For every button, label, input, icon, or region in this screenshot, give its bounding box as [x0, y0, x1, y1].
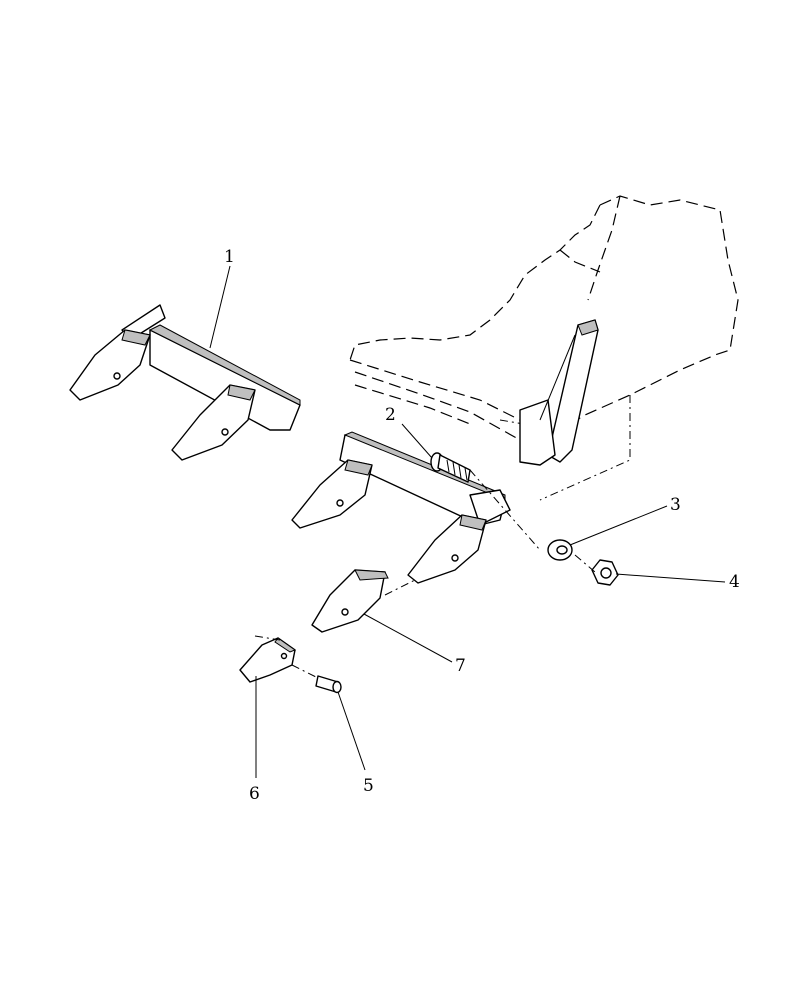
assembly-axis-lines	[254, 469, 596, 679]
tooth-left-1	[69, 329, 151, 401]
tooth-middle-1	[291, 459, 373, 529]
adapter	[239, 637, 297, 683]
bucket-ghost-outline	[349, 195, 739, 501]
washer	[547, 539, 573, 561]
mounting-strap	[519, 319, 599, 466]
callout-7: 7	[455, 656, 466, 676]
tooth-left-2	[171, 384, 256, 461]
pin	[315, 675, 342, 694]
tooth-bar-exploded	[291, 431, 511, 584]
tooth-middle-2	[407, 514, 487, 584]
callout-2: 2	[385, 405, 396, 425]
tooth-bar-assembly	[69, 304, 301, 461]
leader-lines	[209, 265, 726, 778]
tooth	[311, 569, 389, 633]
callout-1: 1	[224, 247, 235, 267]
callout-6: 6	[249, 784, 260, 804]
bolt	[430, 452, 471, 483]
callout-3: 3	[670, 495, 681, 515]
callout-5: 5	[363, 776, 374, 796]
lock-nut	[591, 559, 619, 586]
callout-4: 4	[729, 572, 740, 592]
